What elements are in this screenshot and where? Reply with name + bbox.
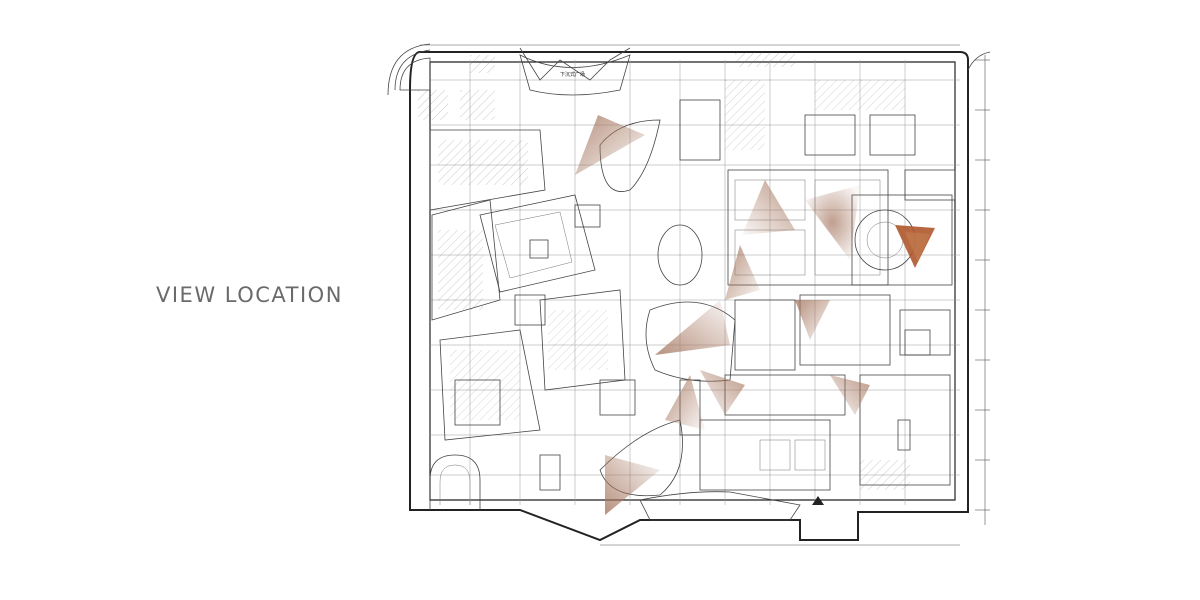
view-cone-10 bbox=[605, 455, 660, 515]
view-cone-3 bbox=[805, 185, 860, 260]
view-cone-4 bbox=[725, 245, 760, 300]
view-cone-7 bbox=[700, 370, 745, 415]
retail-blocks bbox=[679, 99, 956, 491]
view-cone-5 bbox=[795, 300, 830, 340]
view-cone-1 bbox=[575, 115, 645, 175]
structural-grid bbox=[430, 60, 960, 505]
ramp-southwest bbox=[399, 57, 481, 510]
view-cone-8 bbox=[665, 375, 705, 430]
parking-zones bbox=[418, 52, 905, 441]
sunken-plaza: 下沉式广场 bbox=[519, 47, 631, 81]
view-cone-6 bbox=[655, 300, 730, 355]
view-cones bbox=[575, 115, 935, 515]
view-cone-9 bbox=[830, 375, 870, 415]
central-ramp-block bbox=[479, 194, 601, 293]
plaza-label: 下沉式广场 bbox=[560, 71, 585, 78]
core-blocks bbox=[454, 294, 931, 491]
view-location-title: VIEW LOCATION bbox=[156, 283, 343, 307]
entrance-marker bbox=[812, 496, 824, 505]
dimension-lines bbox=[420, 44, 990, 546]
view-cone-2 bbox=[742, 180, 795, 235]
